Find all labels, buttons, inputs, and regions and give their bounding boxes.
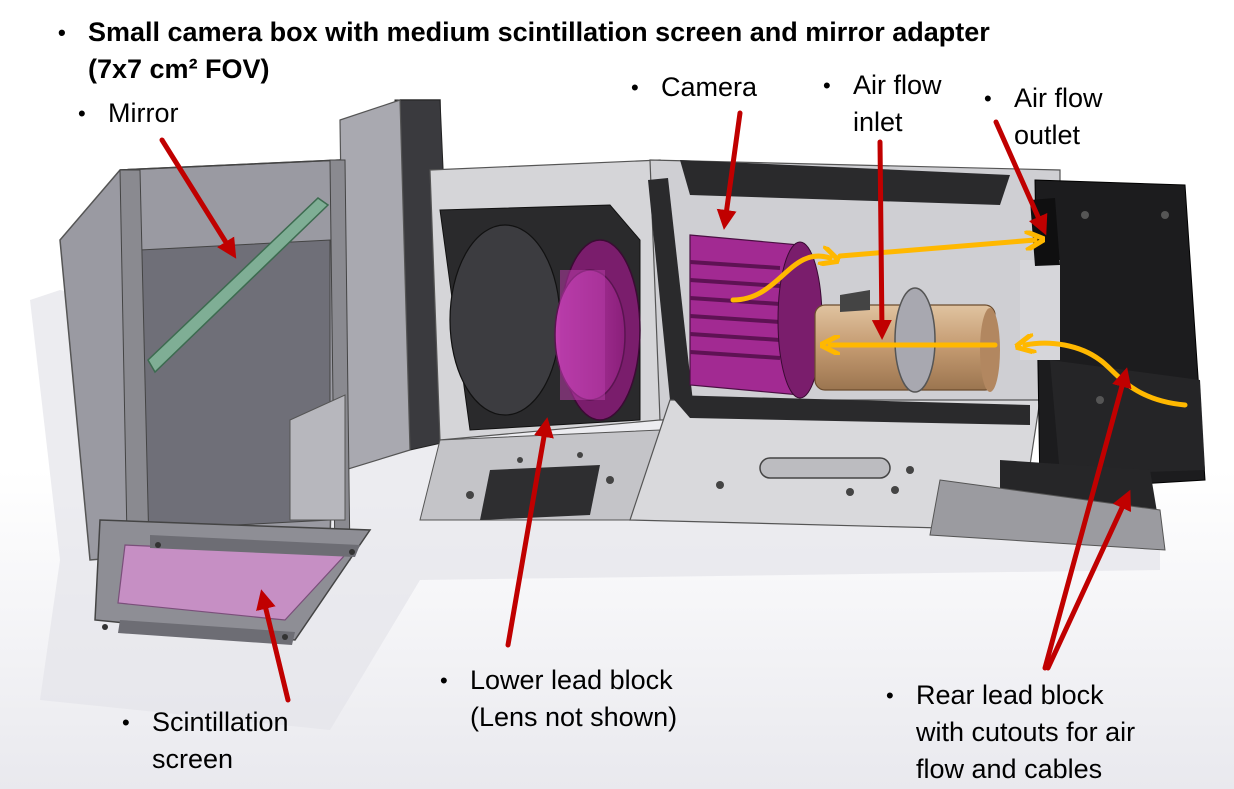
title-line-2: (7x7 cm² FOV): [88, 54, 270, 84]
rear-lead-arrow-lower: [1045, 489, 1132, 671]
inlet-text-2: inlet: [853, 107, 903, 137]
rear-lead-text-1: Rear lead block: [916, 680, 1104, 710]
mirror-bullet: •: [78, 101, 86, 126]
inlet-text-1: Air flow: [853, 70, 942, 100]
air-flow-inlet-label: • Air flow inlet: [823, 67, 942, 141]
scintillation-arrow: [256, 589, 291, 703]
callout-arrows: [159, 110, 1132, 703]
rear-lead-text-2: with cutouts for air: [916, 717, 1136, 747]
airflow-paths: [730, 240, 1188, 408]
diagram-title: • Small camera box with medium scintilla…: [58, 14, 990, 88]
outlet-arrow: [993, 119, 1048, 236]
outlet-text-2: outlet: [1014, 120, 1081, 150]
rear-lead-text-3: flow and cables: [916, 754, 1103, 784]
lower-lead-text-1: Lower lead block: [470, 665, 673, 695]
outlet-bullet: •: [984, 86, 992, 111]
lower-lead-block: [419, 159, 661, 521]
lower-lead-text-2: (Lens not shown): [470, 702, 678, 732]
mirror-arrow: [159, 137, 237, 259]
lower-lead-bullet: •: [440, 668, 448, 693]
air-flow-outlet-label: • Air flow outlet: [984, 80, 1103, 154]
airflow-path-upper: [837, 240, 1035, 259]
mirror-text: Mirror: [108, 98, 179, 128]
rear-lead-bullet: •: [886, 683, 894, 708]
lower-lead-arrow: [505, 417, 554, 648]
scint-text-2: screen: [152, 744, 234, 774]
camera-text: Camera: [661, 72, 758, 102]
airflow-path-intake: [730, 256, 830, 303]
camera-arrow: [716, 110, 743, 230]
inlet-arrow: [871, 139, 892, 340]
outlet-text-1: Air flow: [1014, 83, 1103, 113]
mirror-label: • Mirror: [78, 95, 179, 132]
lower-lead-block-label: • Lower lead block (Lens not shown): [440, 662, 678, 736]
scint-text-1: Scintillation: [152, 707, 289, 737]
airflow-path-rear: [1025, 343, 1188, 408]
scint-bullet: •: [122, 710, 130, 735]
rear-lead-block: [929, 179, 1206, 551]
camera-bullet: •: [631, 75, 639, 100]
title-line-1: Small camera box with medium scintillati…: [88, 17, 990, 47]
inlet-bullet: •: [823, 73, 831, 98]
title-bullet: •: [58, 20, 66, 45]
rear-lead-arrow-upper: [1042, 367, 1132, 671]
rear-lead-block-label: • Rear lead block with cutouts for air f…: [886, 677, 1136, 788]
camera-label: • Camera: [631, 69, 758, 106]
scintillation-screen-label: • Scintillation screen: [122, 704, 289, 778]
